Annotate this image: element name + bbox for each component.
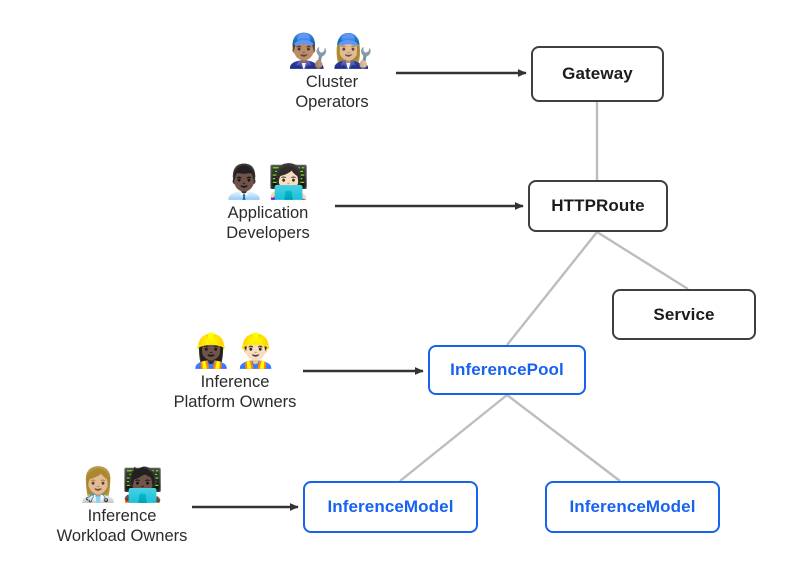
actor-application-developers: 👨🏿‍💼👩🏻‍💻Application Developers	[173, 163, 363, 243]
health-worker-technologist-pair-icon: 👩🏼‍⚕️🧑🏿‍💻	[77, 465, 167, 504]
node-label-httproute: HTTPRoute	[551, 196, 645, 215]
node-label-inferencepool: InferencePool	[450, 360, 564, 379]
actor-inference-platform-owners: 👷🏿‍♀️👷🏻‍♂️Inference Platform Owners	[140, 332, 330, 412]
actor-arrows	[192, 69, 527, 511]
link-inferencepool-to-inferencemodel-right	[506, 394, 621, 482]
node-label-inferencemodel-right: InferenceModel	[569, 497, 696, 516]
node-label-gateway: Gateway	[562, 64, 633, 83]
actor-label-cluster-operators: Cluster Operators	[295, 73, 369, 111]
node-inferencemodel-left[interactable]: InferenceModel	[303, 481, 478, 533]
node-inferencepool[interactable]: InferencePool	[428, 345, 586, 395]
link-httproute-to-service	[596, 230, 689, 291]
node-service[interactable]: Service	[612, 289, 756, 340]
node-inferencemodel-right[interactable]: InferenceModel	[545, 481, 720, 533]
construction-worker-pair-icon: 👷🏿‍♀️👷🏻‍♂️	[190, 331, 280, 370]
node-label-service: Service	[653, 304, 715, 324]
office-worker-technologist-pair-icon: 👨🏿‍💼👩🏻‍💻	[223, 162, 313, 201]
link-inferencepool-to-inferencemodel-left	[399, 394, 508, 482]
actor-label-inference-workload-owners: Inference Workload Owners	[56, 507, 188, 545]
actor-cluster-operators: 👨🏽‍🔧👩🏼‍🔧Cluster Operators	[237, 32, 427, 112]
node-httproute[interactable]: HTTPRoute	[528, 180, 668, 232]
node-gateway[interactable]: Gateway	[531, 46, 664, 102]
actor-label-inference-platform-owners: Inference Platform Owners	[173, 373, 297, 411]
link-httproute-to-inferencepool	[506, 231, 598, 346]
mechanic-pair-icon: 👨🏽‍🔧👩🏼‍🔧	[287, 31, 377, 70]
node-label-inferencemodel-left: InferenceModel	[327, 497, 454, 516]
actor-inference-workload-owners: 👩🏼‍⚕️🧑🏿‍💻Inference Workload Owners	[27, 466, 217, 546]
hierarchy-links	[399, 102, 689, 482]
actor-label-application-developers: Application Developers	[226, 204, 310, 242]
